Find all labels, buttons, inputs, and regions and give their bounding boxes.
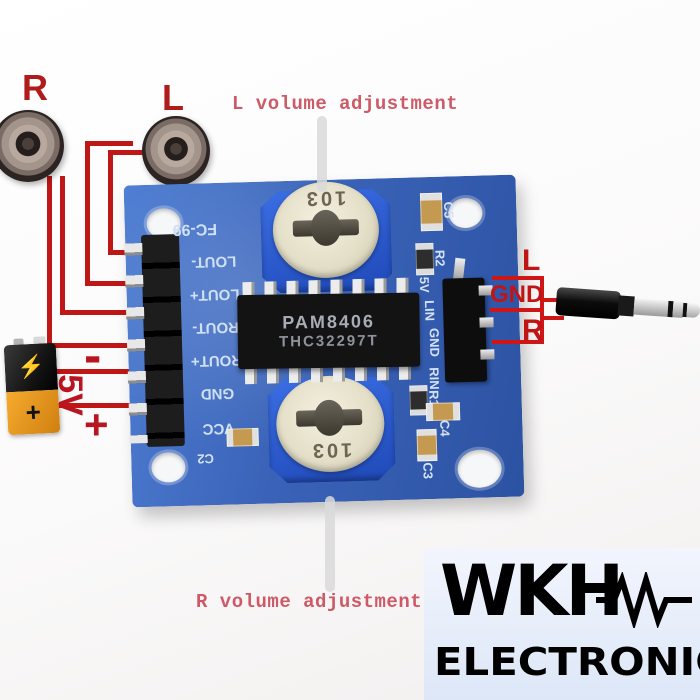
bracket-line-vertical	[540, 276, 544, 344]
right-header-pin-gnd	[479, 317, 494, 328]
capacitor-c4	[425, 402, 461, 422]
label-c5: C5	[440, 201, 457, 219]
resistor-r2	[415, 242, 435, 276]
speaker-right	[0, 110, 64, 182]
lightning-icon: ⚡	[3, 342, 59, 393]
bracket-stub-jack-2	[542, 316, 564, 320]
jack-label-r: R	[522, 314, 544, 347]
caption-l-volume: L volume adjustment	[232, 93, 459, 115]
label-c2: C2	[197, 451, 215, 467]
mounting-hole-bl	[151, 451, 186, 483]
mounting-hole-br	[457, 449, 503, 489]
bracket-line-l	[492, 276, 544, 280]
chip-part-number: PAM8406	[282, 311, 376, 333]
amplifier-chip: PAM8406 THC32297T	[237, 292, 421, 370]
bracket-line-r	[492, 340, 544, 344]
wire-lout-plus	[85, 143, 153, 286]
speaker-right-label: R	[22, 67, 48, 108]
label-c3: C3	[420, 462, 436, 480]
logo-wordmark: WKH	[440, 550, 624, 632]
jack-body	[555, 287, 622, 320]
speaker-left-label: L	[162, 77, 184, 118]
jack-neck	[617, 295, 635, 317]
battery-plus-label: +	[84, 401, 109, 448]
capacitor-c2	[226, 427, 259, 447]
jack-tip	[686, 302, 700, 319]
silkscreen-gnd: GND	[200, 384, 235, 403]
bracket-line-gnd	[490, 308, 542, 312]
right-header-pin-r	[480, 349, 495, 360]
jack-label-gnd: GND	[490, 281, 544, 308]
resistor-zigzag-icon	[596, 572, 692, 628]
silkscreen-gnd-in: GND	[426, 327, 443, 358]
brand-logo: WKH ELECTRONIC	[424, 548, 700, 700]
battery-minus-label: -	[84, 327, 102, 385]
silkscreen-board-model: FC-99	[172, 219, 218, 239]
silkscreen-rin: RIN	[426, 367, 443, 390]
pointer-bottom-pot	[325, 496, 335, 592]
battery-voltage-label: 5V	[51, 374, 89, 416]
bracket-stub-jack-1	[542, 298, 564, 302]
pointer-top-pot	[317, 116, 327, 192]
wire-rout-minus	[60, 176, 153, 315]
caption-r-volume: R volume adjustment	[196, 591, 423, 613]
silkscreen-lin: LIN	[421, 299, 438, 322]
wire-battery-plus	[52, 403, 148, 408]
pcb-board: FC-99 LOUT- LOUT+ ROUT- ROUT+ GND VCC 10…	[123, 174, 525, 508]
silkscreen-5v: 5V	[416, 276, 433, 293]
jack-sleeve	[633, 298, 669, 317]
wire-lspk-stub-2	[85, 141, 133, 146]
wire-lspk-stub-1	[108, 150, 144, 155]
pot-bottom-value: 103	[309, 438, 353, 462]
speaker-left	[142, 116, 210, 186]
audio-jack-plug	[555, 281, 700, 333]
left-pin-header	[140, 234, 185, 447]
wire-rout-plus	[47, 176, 153, 348]
label-r2: R2	[432, 249, 448, 267]
logo-subtitle: ELECTRONIC	[434, 640, 700, 684]
capacitor-c5	[419, 192, 443, 232]
jack-label-l: L	[522, 244, 541, 277]
chip-lot-code: THC32297T	[278, 332, 379, 351]
silkscreen-lout-minus: LOUT-	[191, 252, 237, 271]
label-c4: C4	[437, 419, 453, 437]
wire-battery-minus	[56, 369, 148, 374]
capacitor-c3	[416, 428, 438, 462]
